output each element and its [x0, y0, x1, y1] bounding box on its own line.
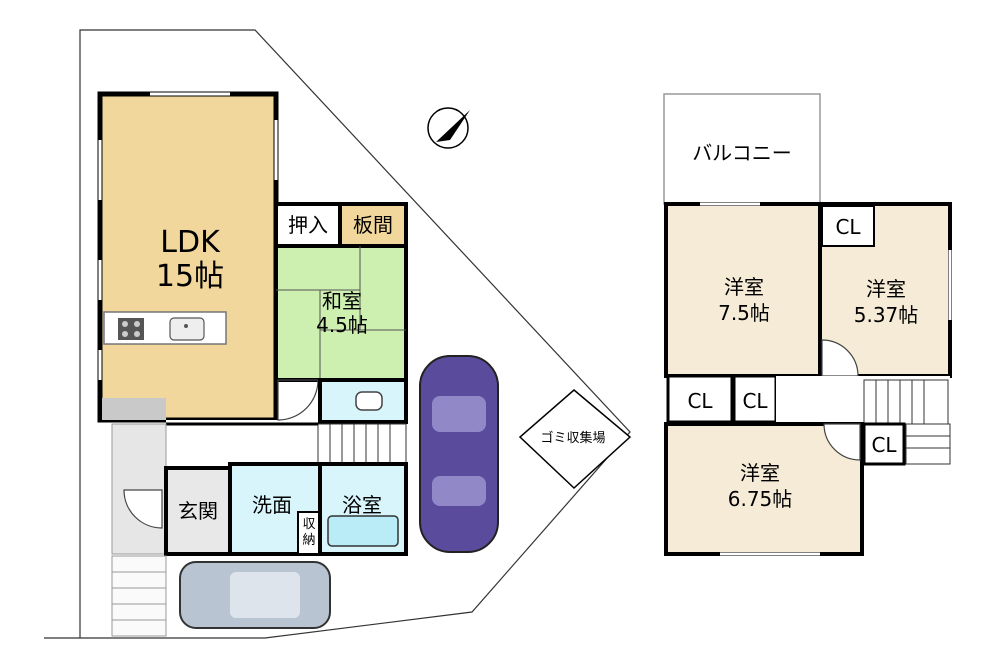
sink-icon [169, 317, 205, 341]
car-purple-icon [419, 355, 499, 553]
compass-icon [427, 107, 470, 149]
stove-icon [118, 318, 144, 340]
itama-label: 板間 [353, 213, 393, 237]
shuno-label-1: 収 [302, 517, 315, 532]
cl-mid-closet [732, 374, 778, 424]
ldk-floor-grey [102, 398, 166, 420]
gomi-area: ゴミ収集場 [518, 389, 632, 490]
yoshitsu-1-room [664, 202, 822, 378]
bathtub-icon [327, 515, 399, 547]
kitchen-counter [103, 311, 227, 345]
yoshitsu-1-size: 7.5帖 [718, 301, 770, 325]
washitsu-label: 和室 [322, 289, 362, 313]
cl-right-label: CL [871, 433, 897, 457]
ldk-windows [98, 92, 278, 380]
washitsu-size: 4.5帖 [316, 313, 368, 337]
site-boundary [44, 29, 631, 639]
ldk-size: 15帖 [156, 259, 224, 294]
cl-left-label: CL [687, 389, 713, 413]
yoshitsu-1-label: 洋室 [724, 275, 764, 299]
yoshitsu-2-label: 洋室 [866, 277, 906, 301]
cl-top-closet [821, 205, 875, 247]
balcony-label: バルコニー [692, 141, 792, 165]
yoshitsu-3-label: 洋室 [740, 461, 780, 485]
yoshitsu-3-size: 6.75帖 [728, 487, 793, 511]
genkan-label: 玄関 [178, 499, 218, 523]
senmen-label: 洗面 [252, 493, 292, 517]
stairs-2f-lower [905, 423, 951, 465]
yoshitsu-2-size: 5.37帖 [854, 303, 919, 327]
door-swing-toilet-hall [277, 379, 319, 421]
car-white-icon [179, 561, 331, 629]
balcony-area [663, 93, 821, 205]
yokushitsu-label: 浴室 [342, 493, 382, 517]
cl-top-label: CL [835, 215, 861, 239]
entrance-steps [111, 555, 167, 637]
door-swing-room3 [823, 423, 861, 461]
yoshitsu-3-room [664, 422, 864, 556]
stairs-2f [863, 379, 949, 425]
gomi-label: ゴミ収集場 [540, 430, 605, 446]
shuno-label-2: 納 [302, 533, 315, 548]
windows-2f [700, 202, 952, 556]
oshiire-label: 押入 [288, 213, 328, 237]
toilet-icon [355, 391, 383, 411]
stairs-1f [317, 423, 407, 465]
ldk-label: LDK [160, 225, 221, 260]
cl-mid-label: CL [742, 389, 768, 413]
door-swing-room2 [821, 339, 859, 377]
washitsu-room [274, 244, 408, 382]
genkan-tiles [111, 423, 167, 555]
cl-right-closet [862, 422, 906, 466]
tatami-lines [276, 246, 406, 380]
door-swing-genkan [123, 489, 163, 529]
